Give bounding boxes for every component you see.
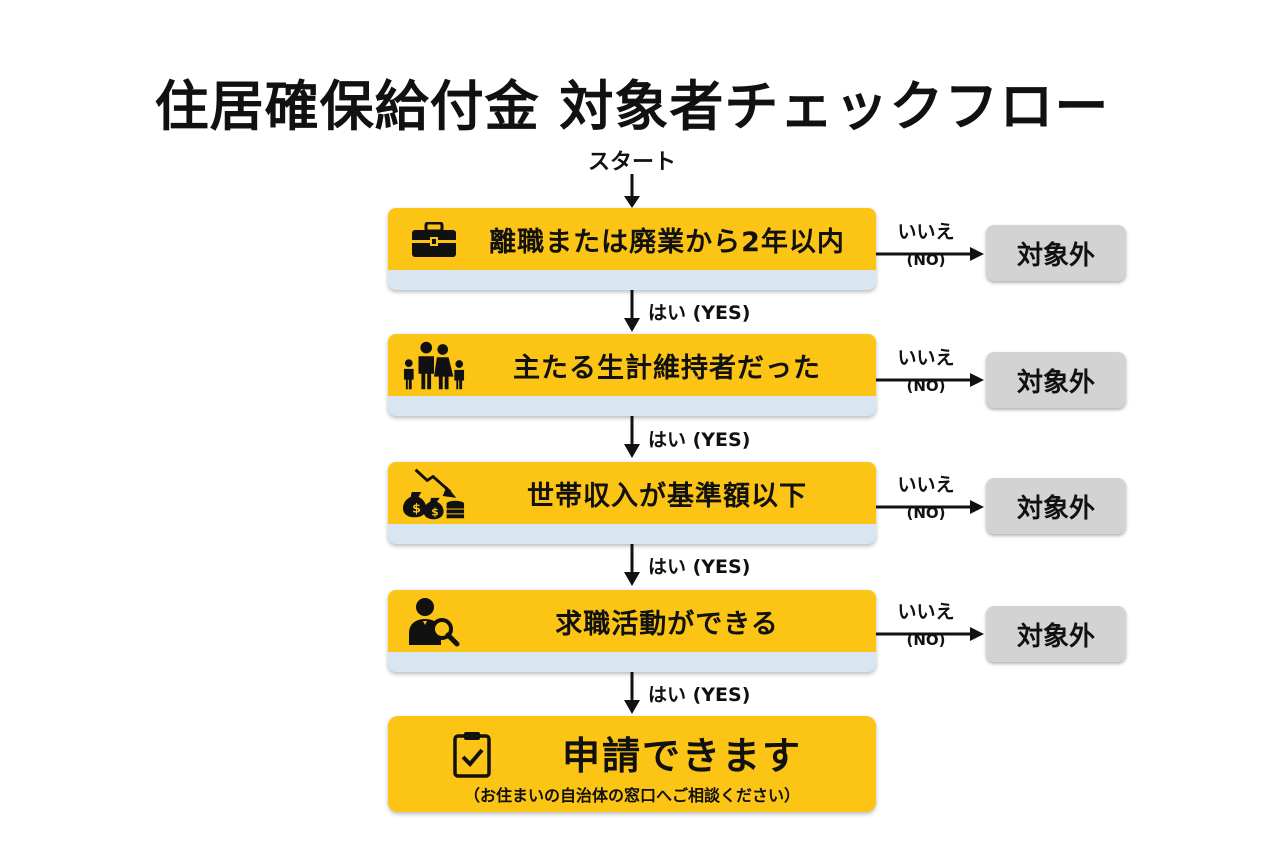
clipboard-check-icon bbox=[450, 730, 496, 778]
yes-arrow-1 bbox=[624, 290, 640, 332]
step-4: 求職活動ができる bbox=[388, 590, 876, 672]
no-arrow-1 bbox=[876, 247, 984, 261]
money-bags-decline-icon: $ $ bbox=[402, 468, 466, 520]
start-label: スタート bbox=[587, 150, 676, 175]
yes-arrow-4 bbox=[624, 672, 640, 714]
not-eligible-box-2: 対象外 bbox=[986, 352, 1126, 408]
start-arrow bbox=[624, 174, 640, 208]
apply-note: （お住まいの自治体の窓口へご相談ください） bbox=[463, 786, 800, 805]
step-3: $ $ 世帯収入が基準額以下 bbox=[388, 462, 876, 544]
yes-label-2: はい (YES) bbox=[648, 429, 751, 451]
job-search-person-icon bbox=[402, 598, 466, 647]
step-2-label: 主たる生計維持者だった bbox=[513, 352, 821, 384]
briefcase-icon bbox=[402, 216, 466, 264]
not-eligible-box-1: 対象外 bbox=[986, 225, 1126, 281]
svg-text:$: $ bbox=[431, 505, 438, 518]
yes-label-1: はい (YES) bbox=[648, 302, 751, 324]
not-eligible-box-4: 対象外 bbox=[986, 606, 1126, 662]
yes-label-4: はい (YES) bbox=[648, 684, 751, 706]
svg-text:$: $ bbox=[412, 500, 421, 515]
step-1-label: 離職または廃業から2年以内 bbox=[489, 226, 845, 258]
yes-label-3: はい (YES) bbox=[648, 556, 751, 578]
step-2: 主たる生計維持者だった bbox=[388, 334, 876, 416]
no-arrow-4 bbox=[876, 627, 984, 641]
not-eligible-box-3: 対象外 bbox=[986, 478, 1126, 534]
yes-arrow-2 bbox=[624, 416, 640, 458]
step-1: 離職または廃業から2年以内 bbox=[388, 208, 876, 290]
step-4-label: 求職活動ができる bbox=[555, 608, 779, 640]
yes-arrow-3 bbox=[624, 544, 640, 586]
apply-result-box: 申請できます （お住まいの自治体の窓口へご相談ください） bbox=[388, 716, 876, 812]
family-icon bbox=[402, 341, 466, 390]
no-arrow-3 bbox=[876, 500, 984, 514]
no-arrow-2 bbox=[876, 373, 984, 387]
step-3-label: 世帯収入が基準額以下 bbox=[527, 480, 807, 512]
apply-label: 申請できます bbox=[561, 733, 802, 778]
page-title: 住居確保給付金 対象者チェックフロー bbox=[154, 75, 1110, 138]
